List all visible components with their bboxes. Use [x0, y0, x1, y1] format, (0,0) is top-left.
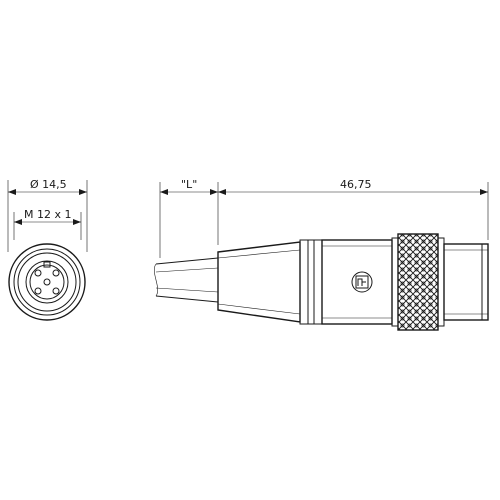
contact-pins — [34, 269, 60, 295]
brand-logo-icon — [351, 271, 373, 293]
outer-ring — [8, 243, 86, 321]
front-view: Ø 14,5 M 12 x 1 — [7, 178, 88, 321]
length-l-label: "L" — [181, 178, 197, 191]
connector-body — [321, 239, 393, 325]
side-view — [154, 233, 489, 331]
length-value: 46,75 — [340, 178, 372, 191]
diameter-dimension: Ø 14,5 — [30, 178, 67, 191]
thread-dimension: M 12 x 1 — [24, 208, 72, 221]
threaded-tip — [443, 243, 489, 321]
side-view-dimensions: "L" 46,75 — [159, 178, 489, 258]
knurled-nut — [397, 233, 439, 331]
cable — [154, 257, 219, 303]
